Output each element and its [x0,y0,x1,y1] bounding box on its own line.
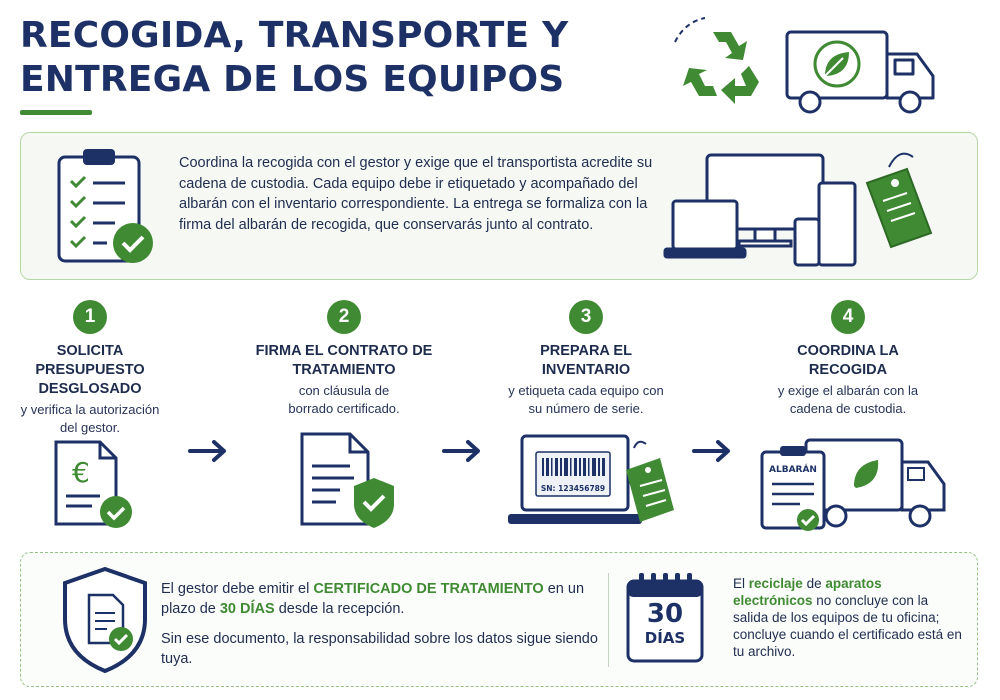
step-number: 3 [569,300,603,334]
step-title: COORDINA LA RECOGIDA [797,343,899,378]
step-desc: y etiqueta cada equipo con su número de … [508,383,664,416]
checklist-clipboard-icon [57,149,153,263]
page-title: RECOGIDA, TRANSPORTE Y ENTREGA DE LOS EQ… [20,15,569,100]
step-3: 3 PREPARA EL INVENTARIO y etiqueta cada … [486,300,686,418]
leaf-icon [813,40,861,88]
arrow-right-icon [442,440,480,462]
title-underline [20,110,92,115]
serial-number-label: SN: 123456789 [541,484,605,493]
step-title: PREPARA EL INVENTARIO [540,343,632,378]
days-highlight: 30 DÍAS [219,601,275,617]
recycle-truck-illustration [674,17,935,114]
step-title: SOLICITA PRESUPUESTO DESGLOSADO [35,343,145,397]
arrow-right-icon [692,440,730,462]
truck-icon [785,30,935,114]
step-desc: con cláusula de borrado certificado. [288,383,400,416]
calendar-icon: 30 DÍAS [625,571,705,663]
certificate-box: El gestor debe emitir el CERTIFICADO DE … [20,552,978,687]
step-desc: y verifica la autorización del gestor. [20,402,160,435]
delivery-truck-icon: ALBARÁN [760,438,946,531]
step-4: 4 COORDINA LA RECOGIDA y exige el albará… [748,300,948,418]
recycling-note: El reciclaje de aparatos electrónicos no… [733,576,962,659]
step-2: 2 FIRMA EL CONTRATO DE TRATAMIENTO con c… [244,300,444,418]
laptop-barcode-icon: SN: 123456789 [508,434,674,524]
contract-shield-icon [300,432,394,528]
euro-glyph: € [72,456,90,489]
certificate-line-1: El gestor debe emitir el CERTIFICADO DE … [161,581,585,617]
step-number: 2 [327,300,361,334]
albaran-label: ALBARÁN [769,463,817,475]
arrow-right-icon [188,440,226,462]
step-1: 1 SOLICITA PRESUPUESTO DESGLOSADO y veri… [0,300,190,437]
step-number: 4 [831,300,865,334]
intro-box: Coordina la recogida con el gestor y exi… [20,132,978,280]
shield-document-icon [63,566,147,674]
certificate-line-2: Sin ese documento, la responsabilidad so… [161,631,598,667]
calendar-label: DÍAS [644,629,686,647]
step-number: 1 [73,300,107,334]
devices-tag-illustration [663,152,933,267]
calendar-number: 30 [646,599,684,629]
recycle-icon [683,32,759,104]
divider [608,573,609,667]
intro-text: Coordina la recogida con el gestor y exi… [179,155,653,233]
step-title: FIRMA EL CONTRATO DE TRATAMIENTO [255,343,433,378]
certificate-text: El gestor debe emitir el CERTIFICADO DE … [161,579,601,669]
certificate-highlight: CERTIFICADO DE TRATAMIENTO [313,581,544,597]
invoice-euro-icon: € [54,440,132,528]
step-desc: y exige el albarán con la cadena de cust… [777,383,919,416]
